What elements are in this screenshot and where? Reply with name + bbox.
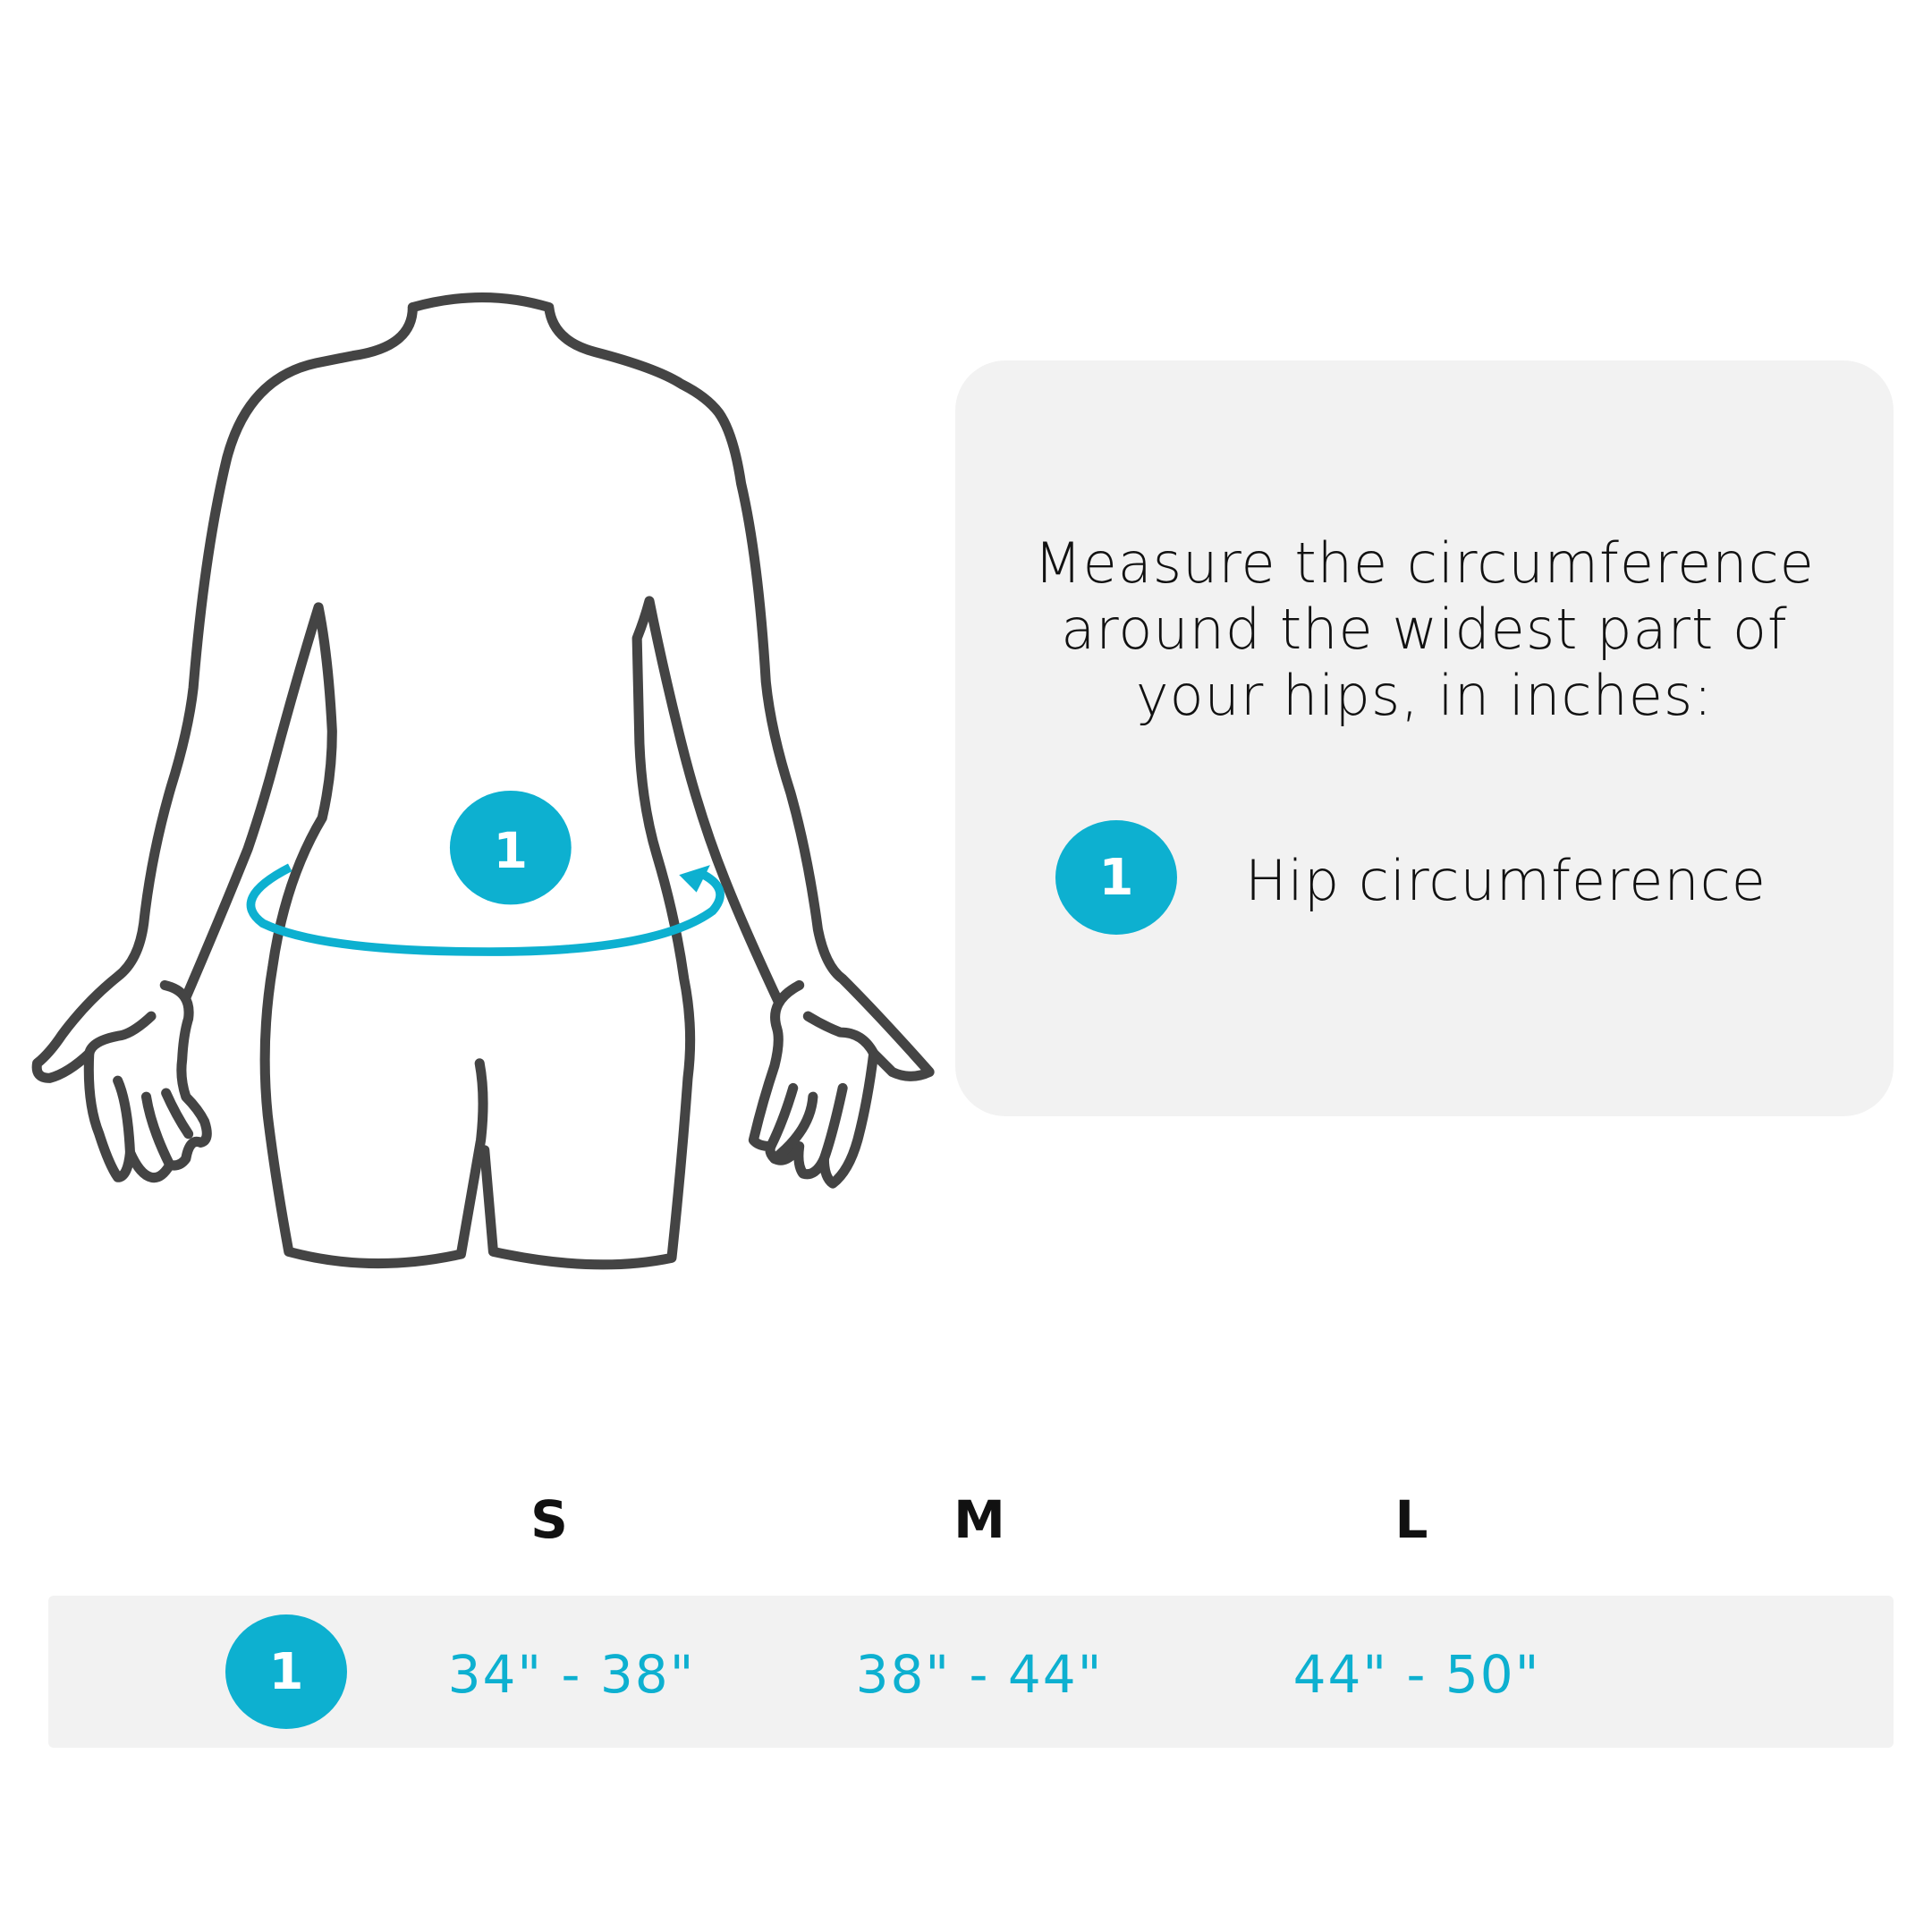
size-header-s: S xyxy=(530,1489,568,1550)
left-arm-outline xyxy=(31,302,418,1183)
legend-badge: 1 xyxy=(1055,820,1177,935)
size-header-m: M xyxy=(953,1489,1005,1550)
legend-label: Hip circumference xyxy=(1245,848,1767,913)
size-value-m: 38" - 44" xyxy=(855,1644,1104,1705)
size-value-l: 44" - 50" xyxy=(1292,1644,1541,1705)
instruction-text: Measure the circumference around the wid… xyxy=(955,530,1894,729)
hip-arrow-head-icon xyxy=(679,865,710,893)
instruction-panel: Measure the circumference around the wid… xyxy=(955,360,1894,1116)
size-value-s: 34" - 38" xyxy=(447,1644,696,1705)
instruction-line: around the widest part of xyxy=(1061,597,1788,662)
instruction-line: Measure the circumference xyxy=(1034,530,1815,596)
row-badge: 1 xyxy=(225,1614,347,1729)
right-side-waist xyxy=(479,596,784,1270)
size-header-l: L xyxy=(1394,1489,1428,1550)
left-side-waist xyxy=(181,602,488,1269)
left-fingers xyxy=(84,1011,194,1170)
right-fingers xyxy=(766,1011,879,1164)
instruction-line: your hips, in inches: xyxy=(1135,663,1714,728)
hip-measure-loop xyxy=(246,863,724,956)
torso-outline xyxy=(407,292,935,1189)
figure-badge-text: 1 xyxy=(494,823,529,880)
size-row-hip xyxy=(48,1596,1894,1748)
